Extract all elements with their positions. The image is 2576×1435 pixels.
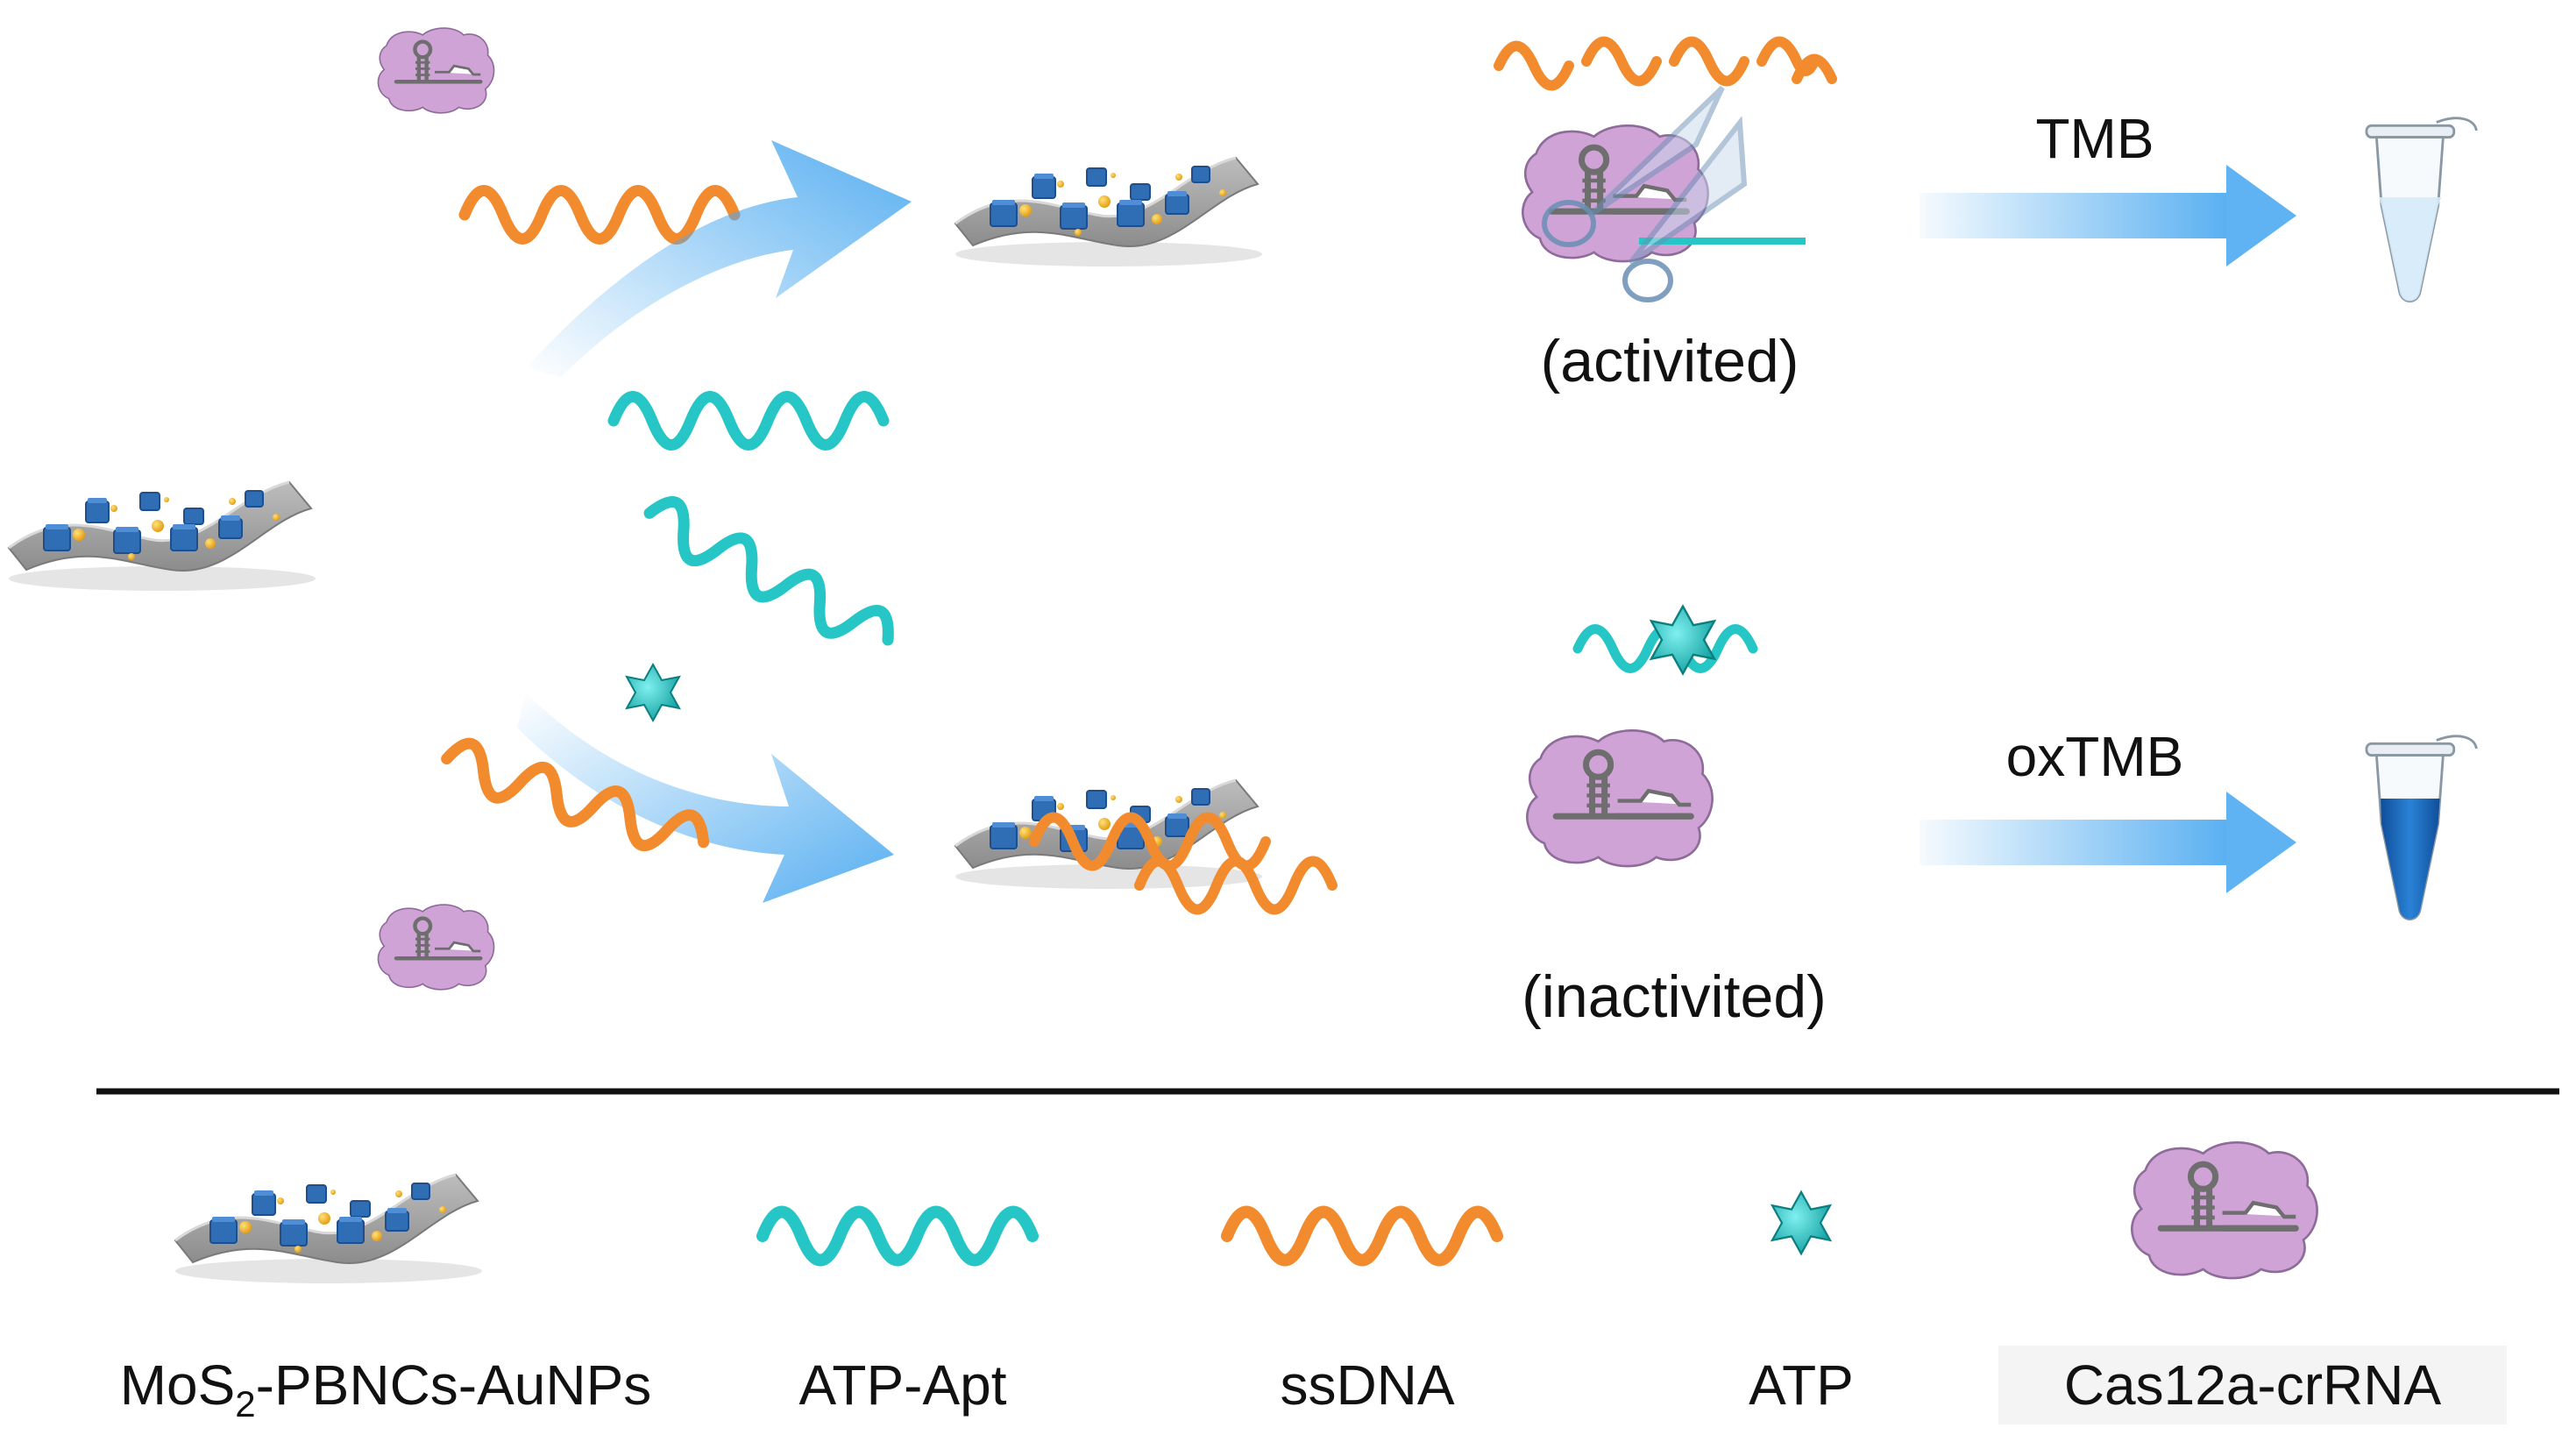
- legend-ssdna-label: ssDNA: [1280, 1353, 1454, 1417]
- arrow-tmb-shaft: [1920, 193, 2235, 238]
- legend-nanosheet-icon: [174, 1173, 484, 1285]
- legend-mos2-subscript: 2: [235, 1383, 255, 1424]
- legend-atp-apt-label: ATP-Apt: [798, 1353, 1006, 1417]
- atp-star-bottom-icon: [626, 664, 680, 721]
- ssdna-strand-top-icon: [458, 185, 741, 245]
- cas12a-top-left-icon: [378, 28, 493, 113]
- ssdna-strand-bottom-icon: [441, 737, 710, 852]
- legend-cas12a-label: Cas12a-crRNA: [2064, 1353, 2442, 1417]
- adsorbed-ssdna: [1029, 812, 1338, 915]
- legend-ssdna-icon: [1221, 1205, 1503, 1267]
- start-nanosheet: [7, 480, 317, 593]
- tube-blue-icon: [2365, 735, 2478, 920]
- arrow-tmb-head: [2226, 165, 2296, 266]
- tmb-label: TMB: [2035, 107, 2154, 170]
- cas12a-bottom-left-icon: [378, 905, 493, 990]
- bare-nanosheet-top: [954, 156, 1264, 268]
- legend-mos2-prefix: MoS: [120, 1353, 236, 1417]
- curved-arrow-up: [526, 140, 912, 377]
- cas12a-inactivated-icon: [1527, 730, 1712, 866]
- arrow-oxtmb-shaft: [1920, 820, 2235, 865]
- tube-colorless-icon: [2365, 117, 2478, 302]
- curved-arrow-down: [517, 693, 894, 903]
- aptamer-strand-top-icon: [607, 391, 890, 451]
- scissors-icon: [1542, 85, 1748, 302]
- legend-aptamer-icon: [756, 1205, 1039, 1267]
- aptamer-strand-bottom-icon: [643, 496, 894, 646]
- legend-cas12a-label-box: [1998, 1346, 2507, 1424]
- legend-atp-label: ATP: [1749, 1353, 1854, 1417]
- legend-cas12a-icon: [2132, 1142, 2317, 1278]
- inactivated-label: (inactivited): [1522, 963, 1827, 1030]
- legend-atp-icon: [1771, 1190, 1832, 1255]
- arrow-oxtmb-head: [2226, 792, 2296, 893]
- legend-mos2-suffix: -PBNCs-AuNPs: [256, 1353, 652, 1417]
- activated-label: (activited): [1541, 328, 1799, 394]
- legend-mos2-label: MoS2-PBNCs-AuNPs: [120, 1353, 652, 1424]
- cleaved-ssdna-fragments: [1494, 36, 1837, 91]
- oxtmb-label: oxTMB: [2006, 725, 2184, 788]
